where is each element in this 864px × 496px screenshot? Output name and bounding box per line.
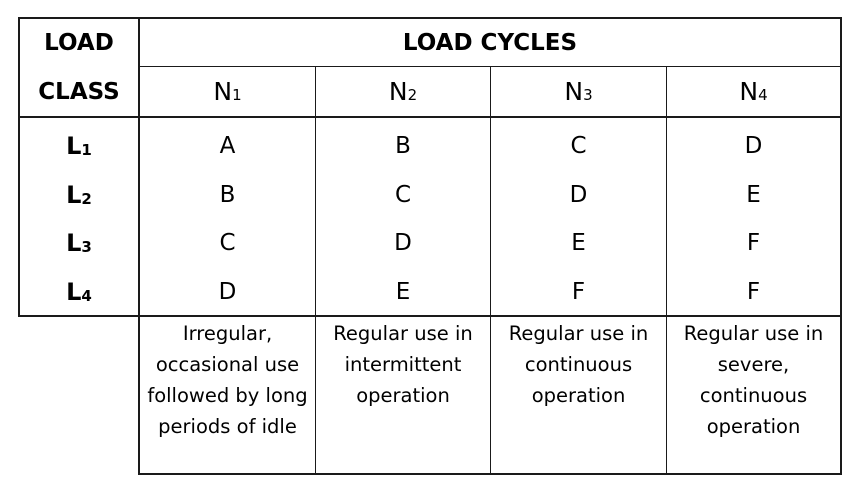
n1-n2-divider [315,66,316,474]
description-line: Regular use in [683,322,824,345]
description-n4: Regular use in severe, continuous operat… [667,318,840,442]
body-bottom-divider [18,315,841,317]
class-letter: L [66,181,82,209]
description-line: Regular use in [508,322,649,345]
table-cell: E [571,230,586,256]
cycle-letter: N [564,77,584,106]
table-cell: D [744,133,763,159]
load-cycles-label: LOAD CYCLES [402,29,578,56]
cycles-subheader-divider [138,66,841,67]
class-index: 4 [81,287,92,305]
class-index: 2 [81,190,92,208]
description-line: periods of idle [158,415,297,438]
cycle-letter: N [213,77,233,106]
table-cell: E [395,278,411,305]
load-label: LOAD [44,30,114,56]
description-n2: Regular use in intermittent operation [316,318,490,411]
description-n3: Regular use in continuous operation [491,318,666,411]
n3-n4-divider [666,66,667,474]
description-line: continuous [524,353,633,376]
description-bottom-border [138,473,841,475]
description-line: Regular use in [333,322,473,345]
cycle-index: 3 [583,85,593,104]
table-border-right [840,17,842,475]
table-cell: D [394,230,412,256]
cycle-letter: N [739,77,759,106]
n2-n3-divider [490,66,491,474]
description-line: severe, [717,353,790,376]
class-letter: L [66,278,82,306]
description-line: operation [356,384,450,407]
cycle-index: 4 [758,85,768,104]
description-line: operation [706,415,801,438]
cycle-index: 1 [232,85,242,104]
table-cell: C [570,133,587,159]
table-cell: E [746,182,761,208]
table-border-left [18,17,20,317]
class-letter: L [66,229,82,257]
description-line: occasional use [155,353,300,376]
description-line: Irregular, [182,322,273,345]
header-divider [18,116,841,118]
table-cell: C [219,230,236,256]
description-line: continuous [699,384,808,407]
class-letter: L [66,132,82,160]
table-cell: F [746,278,761,305]
table-cell: F [746,230,761,256]
cycle-letter: N [388,77,408,106]
description-line: operation [531,384,626,407]
table-cell: C [394,182,412,208]
class-index: 1 [81,141,92,159]
table-cell: F [571,278,586,305]
table-cell: D [569,182,588,208]
description-line: followed by long [147,384,308,407]
description-line: intermittent [344,353,462,376]
description-n1: Irregular, occasional use followed by lo… [140,318,315,442]
table-border-top [18,17,841,19]
class-index: 3 [81,238,92,256]
table-cell: B [395,133,411,159]
class-label: CLASS [38,79,120,105]
cycle-index: 2 [407,85,418,104]
class-column-divider [138,17,140,475]
table-cell: D [218,278,237,305]
table-cell: B [219,182,236,208]
table-cell: A [219,133,236,159]
